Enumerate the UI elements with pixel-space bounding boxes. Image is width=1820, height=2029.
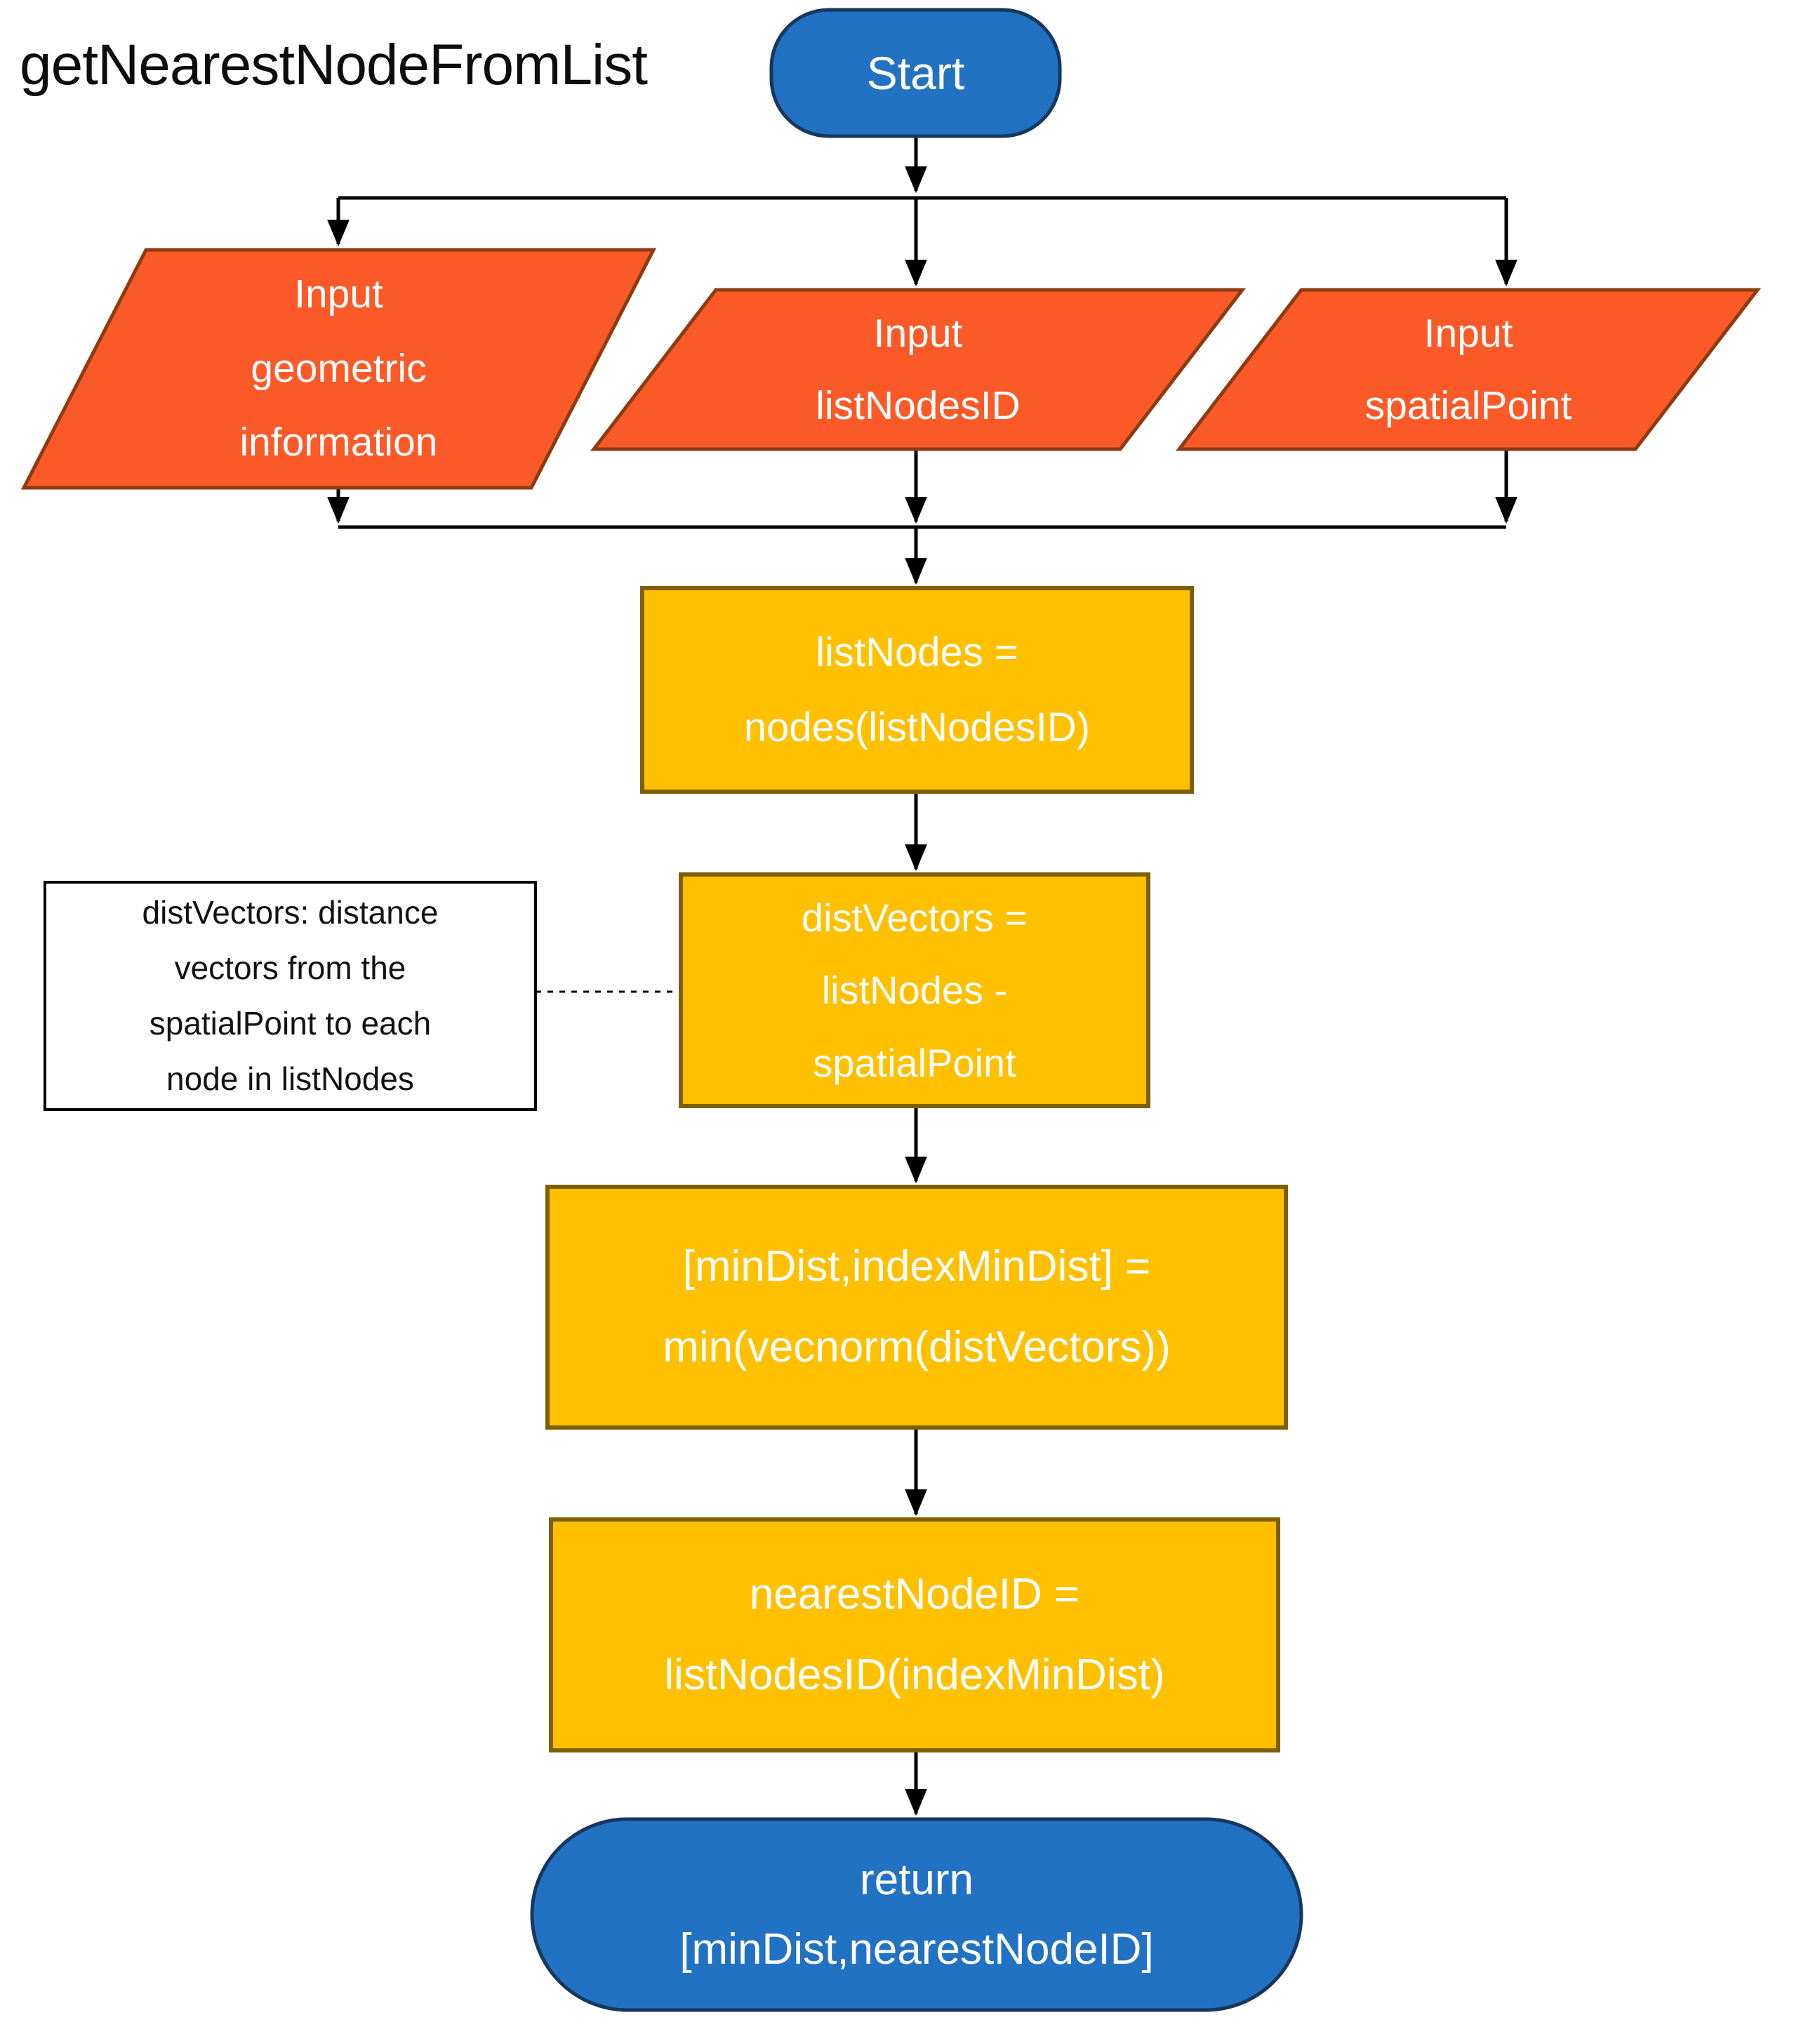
io-spatialpoint-shape (1175, 288, 1762, 451)
process-mindist-shape (545, 1185, 1288, 1430)
process-nearestnodeid-shape (549, 1517, 1280, 1752)
io-listnodesid-shape (590, 288, 1247, 451)
io-geometric-shape (20, 248, 657, 490)
annotation-box-shape (44, 881, 537, 1111)
process-listnodes-shape (640, 586, 1194, 794)
return-node-shape (530, 1817, 1303, 2012)
flowchart-title: getNearestNodeFromList (20, 33, 648, 97)
connector-edges (327, 138, 1517, 1816)
process-distvectors-shape (679, 872, 1150, 1108)
start-node-shape (769, 8, 1062, 138)
